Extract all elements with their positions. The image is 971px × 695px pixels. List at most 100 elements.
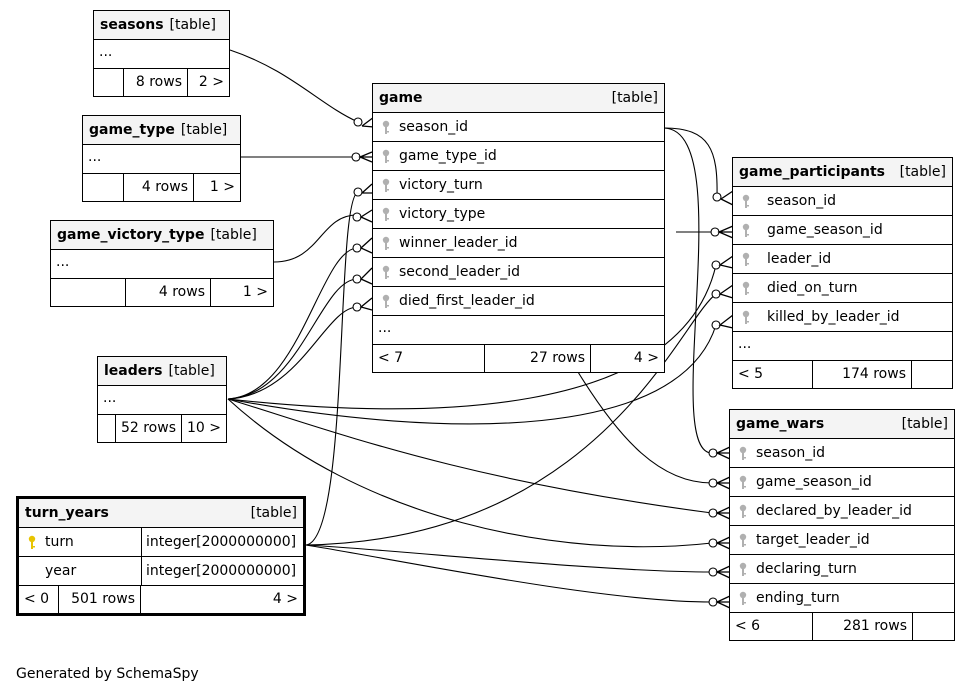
ellipsis-text: ...: [56, 254, 70, 270]
table-game-participants[interactable]: game_participants [table] season_id game…: [732, 157, 953, 389]
column-name: died_first_leader_id: [399, 293, 535, 309]
ellipsis-text: ...: [103, 390, 117, 406]
column-row[interactable]: leader_id: [733, 245, 952, 274]
table-turn-years[interactable]: turn_years [table] turn integer[20000000…: [16, 496, 306, 616]
column-row[interactable]: victory_type: [373, 200, 664, 229]
table-name: game_participants: [739, 164, 885, 180]
foreign-key-icon: [382, 294, 390, 308]
foreign-key-icon: [742, 223, 750, 237]
table-kind: [table]: [168, 363, 215, 379]
column-name: turn: [45, 534, 74, 550]
column-row[interactable]: ending_turn: [730, 584, 954, 613]
column-name: game_type_id: [399, 148, 497, 164]
table-footer: 8 rows 2 >: [94, 69, 229, 96]
column-name: killed_by_leader_id: [767, 309, 900, 325]
edge-turnyears-wars-declaring: [305, 544, 713, 573]
table-header: turn_years [table]: [19, 499, 303, 528]
table-leaders[interactable]: leaders[table] ... 52 rows 10 >: [97, 356, 227, 443]
primary-key-icon: [28, 535, 36, 549]
incoming-count: [98, 415, 116, 442]
table-seasons[interactable]: seasons[table] ... 8 rows 2 >: [93, 10, 230, 97]
table-game-victory-type[interactable]: game_victory_type[table] ... 4 rows 1 >: [50, 220, 274, 307]
incoming-count: < 0: [19, 586, 59, 613]
table-header: leaders[table]: [98, 357, 226, 386]
column-row[interactable]: season_id: [733, 187, 952, 216]
column-row[interactable]: winner_leader_id: [373, 229, 664, 258]
foreign-key-icon: [382, 178, 390, 192]
table-header: game_type[table]: [83, 116, 240, 145]
edge-seasons-game: [229, 49, 359, 123]
column-row[interactable]: game_season_id: [733, 216, 952, 245]
column-row[interactable]: turn integer[2000000000]: [19, 528, 303, 557]
table-footer: < 7 27 rows 4 >: [373, 345, 664, 372]
foreign-key-icon: [382, 120, 390, 134]
table-name: game_type: [89, 122, 175, 138]
column-name: declared_by_leader_id: [756, 503, 912, 519]
edge-turnyears-game-victory-turn: [305, 191, 359, 546]
column-name: victory_turn: [399, 177, 483, 193]
edge-leaders-wars-declaredby: [227, 398, 713, 514]
foreign-key-icon: [382, 149, 390, 163]
column-name: second_leader_id: [399, 264, 521, 280]
ellipsis-text: ...: [88, 149, 102, 165]
foreign-key-icon: [739, 475, 747, 489]
column-name: ending_turn: [756, 590, 840, 606]
column-row[interactable]: declaring_turn: [730, 555, 954, 584]
column-row[interactable]: killed_by_leader_id: [733, 303, 952, 332]
edge-leaders-game-diedfirst: [227, 306, 358, 400]
table-footer: < 5 174 rows: [733, 361, 952, 388]
row-count: 4 rows: [124, 174, 194, 201]
outgoing-count: 1 >: [242, 284, 268, 300]
column-row[interactable]: game_type_id: [373, 142, 664, 171]
edge-game-participants-season: [663, 127, 718, 198]
column-row[interactable]: season_id: [373, 113, 664, 142]
column-row[interactable]: year integer[2000000000]: [19, 557, 303, 586]
edge-leaders-participants-leader: [227, 264, 717, 410]
edge-game-wars-season: [663, 127, 713, 454]
edge-leaders-wars-target: [227, 398, 713, 548]
outgoing-count: [913, 613, 954, 640]
column-row[interactable]: season_id: [730, 439, 954, 468]
table-kind: [table]: [250, 505, 297, 521]
row-count: 27 rows: [485, 345, 591, 372]
table-header: seasons[table]: [94, 11, 229, 40]
foreign-key-icon: [739, 504, 747, 518]
row-count: 281 rows: [813, 613, 913, 640]
table-game-wars[interactable]: game_wars [table] season_id game_season_…: [729, 409, 955, 641]
table-header: game_participants [table]: [733, 158, 952, 187]
table-game-type[interactable]: game_type[table] ... 4 rows 1 >: [82, 115, 241, 202]
table-kind: [table]: [611, 90, 658, 106]
incoming-count: [94, 69, 124, 96]
foreign-key-icon: [739, 533, 747, 547]
row-count: 501 rows: [59, 586, 141, 613]
column-row[interactable]: declared_by_leader_id: [730, 497, 954, 526]
column-name: game_season_id: [756, 474, 872, 490]
row-count: 174 rows: [813, 361, 912, 388]
table-name: game_wars: [736, 416, 825, 432]
foreign-key-icon: [742, 252, 750, 266]
outgoing-count: 4 >: [272, 591, 298, 607]
column-row[interactable]: game_season_id: [730, 468, 954, 497]
foreign-key-icon: [382, 236, 390, 250]
column-row[interactable]: target_leader_id: [730, 526, 954, 555]
table-game[interactable]: game [table] season_id game_type_id vict…: [372, 83, 665, 373]
column-row[interactable]: died_on_turn: [733, 274, 952, 303]
edge-game-wars-gameseason: [577, 371, 713, 484]
incoming-count: [51, 279, 126, 306]
column-row[interactable]: died_first_leader_id: [373, 287, 664, 316]
column-name: target_leader_id: [756, 532, 870, 548]
column-row[interactable]: second_leader_id: [373, 258, 664, 287]
row-count: 52 rows: [116, 415, 182, 442]
column-name: winner_leader_id: [399, 235, 518, 251]
table-header: game [table]: [373, 84, 664, 113]
edge-turnyears-wars-ending: [305, 544, 713, 603]
table-name: turn_years: [25, 505, 109, 521]
column-ellipsis: ...: [51, 250, 273, 279]
edge-turnyears-participants: [305, 293, 717, 546]
foreign-key-icon: [382, 207, 390, 221]
outgoing-count: [912, 361, 952, 388]
ellipsis-text: ...: [99, 44, 113, 60]
column-row[interactable]: victory_turn: [373, 171, 664, 200]
column-ellipsis: ...: [98, 386, 226, 415]
